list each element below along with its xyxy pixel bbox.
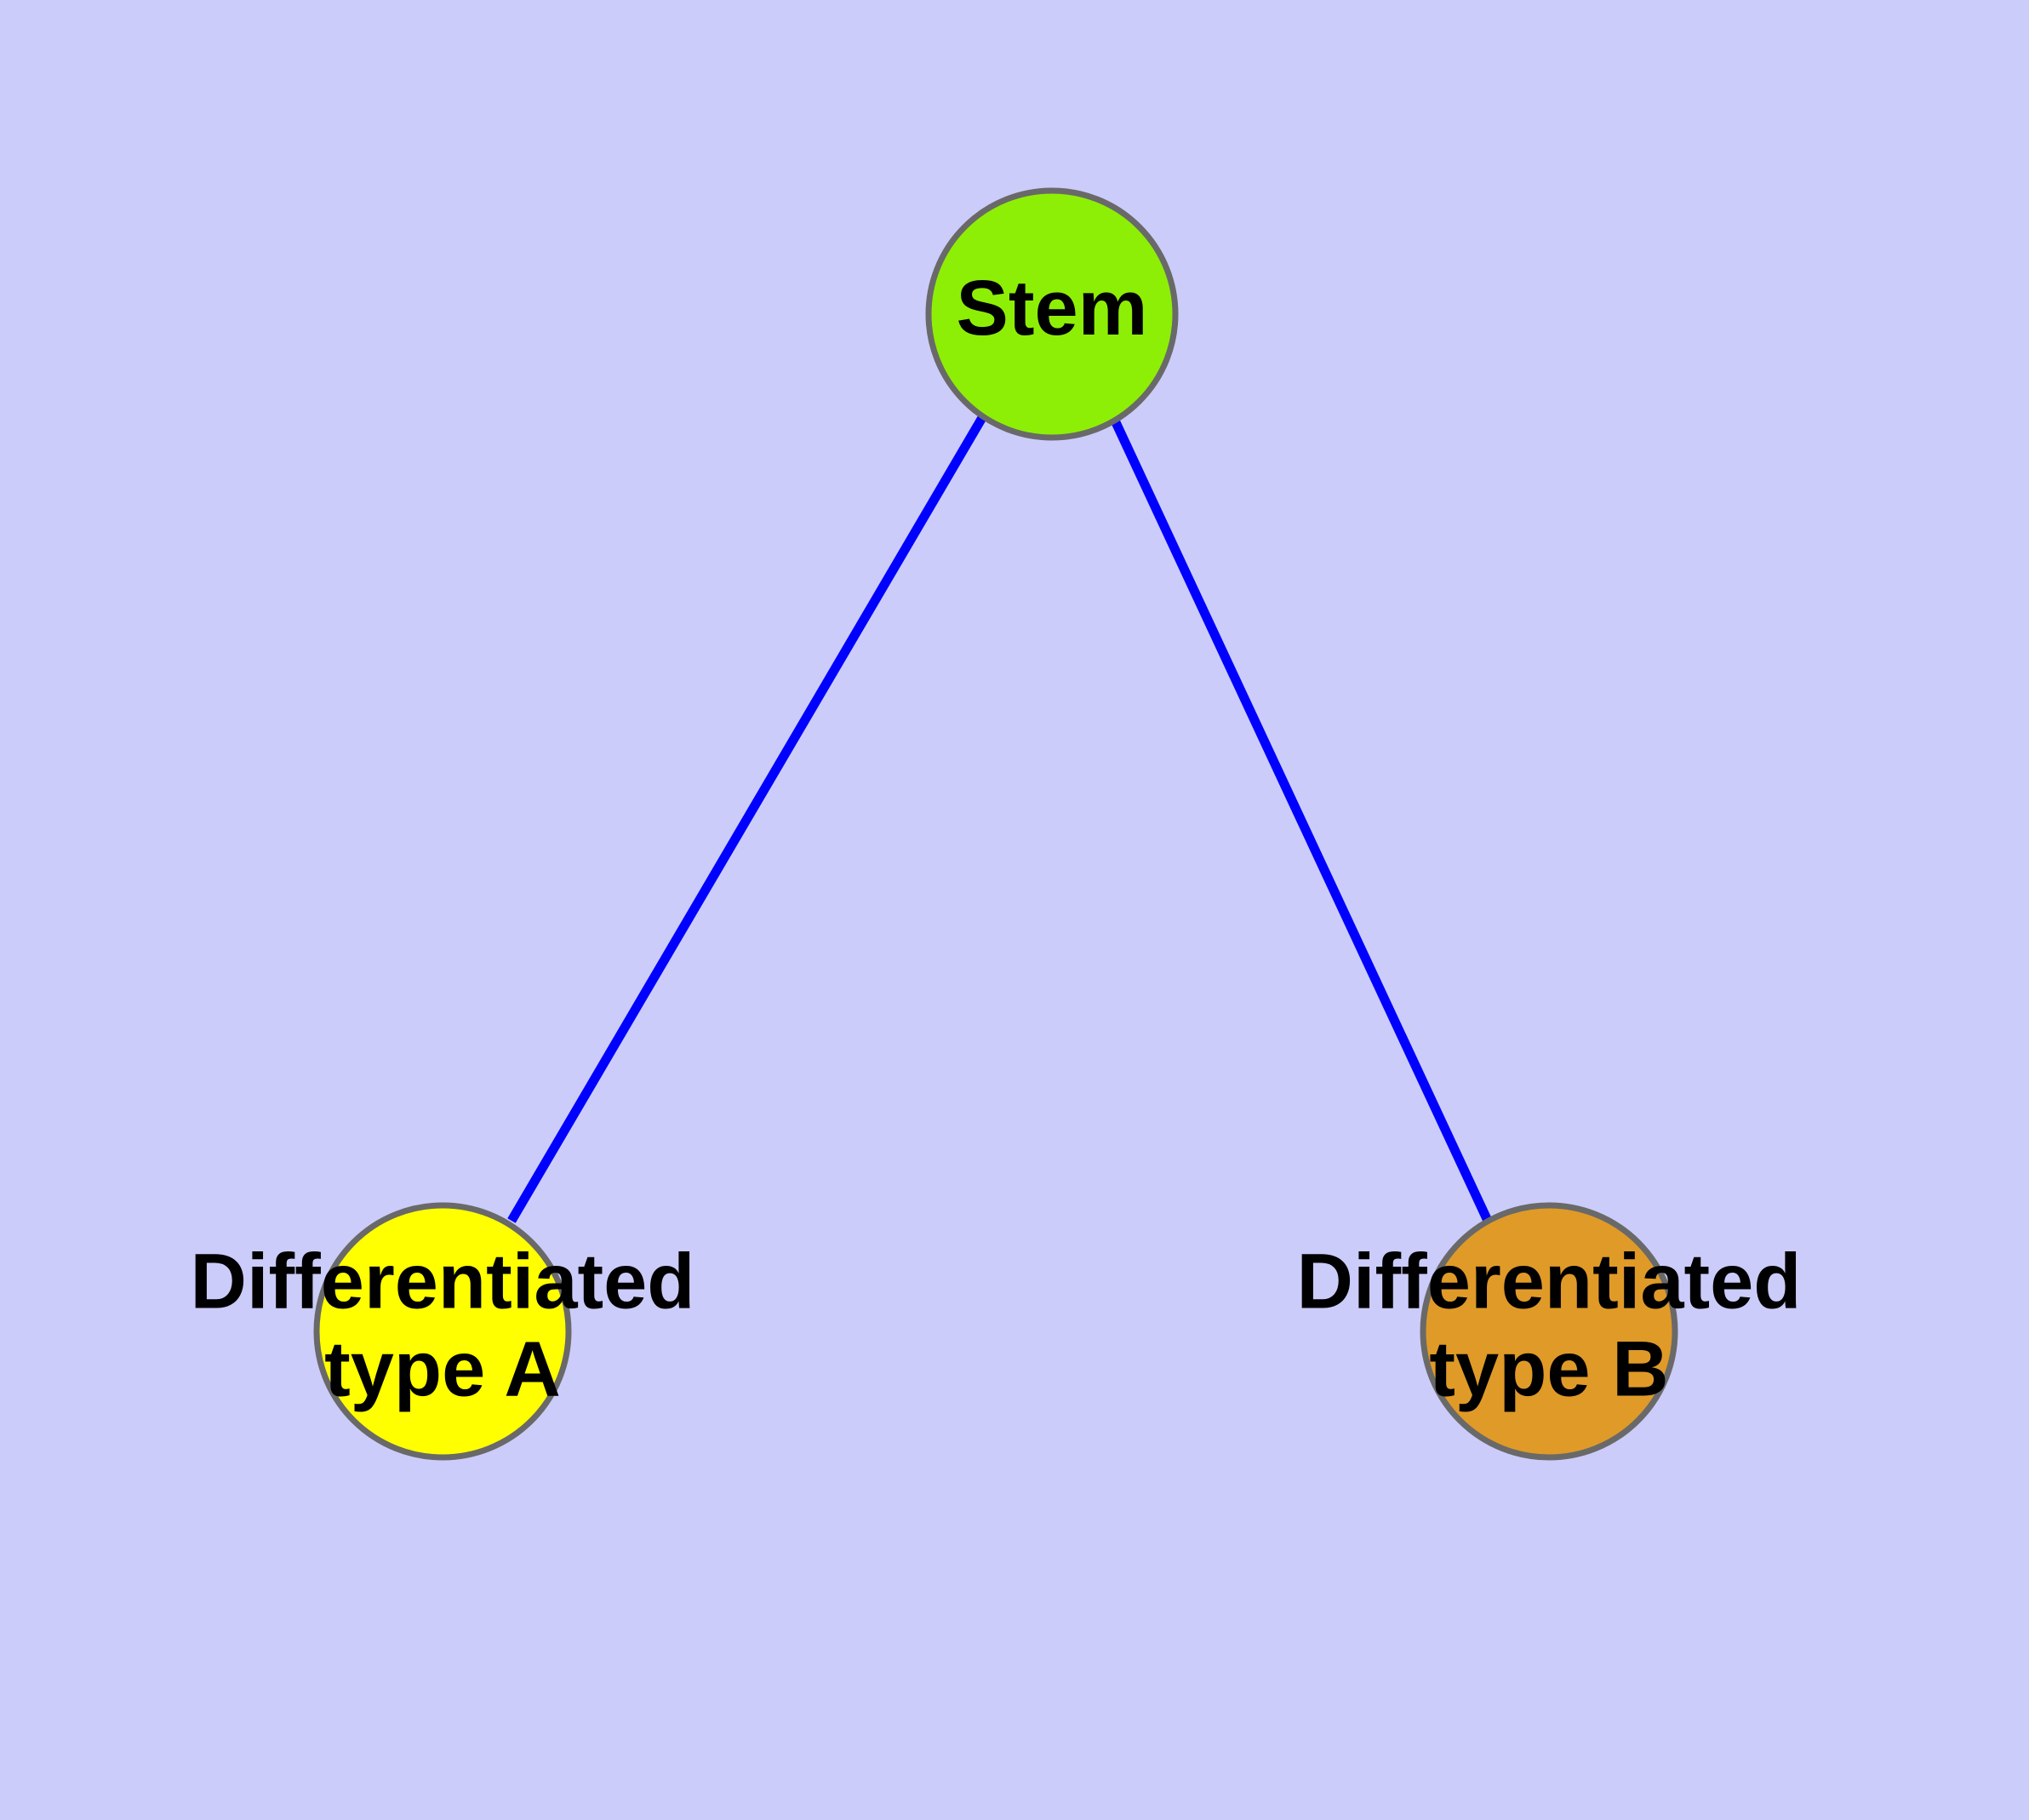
graph-node-label-stem: Stem xyxy=(957,265,1148,352)
edges-layer xyxy=(507,414,1492,1223)
label-line: Stem xyxy=(957,265,1148,352)
nodes-layer xyxy=(313,187,1678,1461)
graph-node-diff_a[interactable] xyxy=(313,1202,572,1461)
label-line: type A xyxy=(324,1326,561,1413)
graph-edge xyxy=(507,414,987,1223)
graph-edge xyxy=(1111,418,1492,1223)
graph-node-stem[interactable] xyxy=(925,187,1179,441)
graph-node-diff_b[interactable] xyxy=(1420,1202,1678,1461)
label-line: type B xyxy=(1429,1326,1668,1413)
label-line: Differentiated xyxy=(1297,1239,1802,1325)
label-line: Differentiated xyxy=(191,1239,695,1325)
